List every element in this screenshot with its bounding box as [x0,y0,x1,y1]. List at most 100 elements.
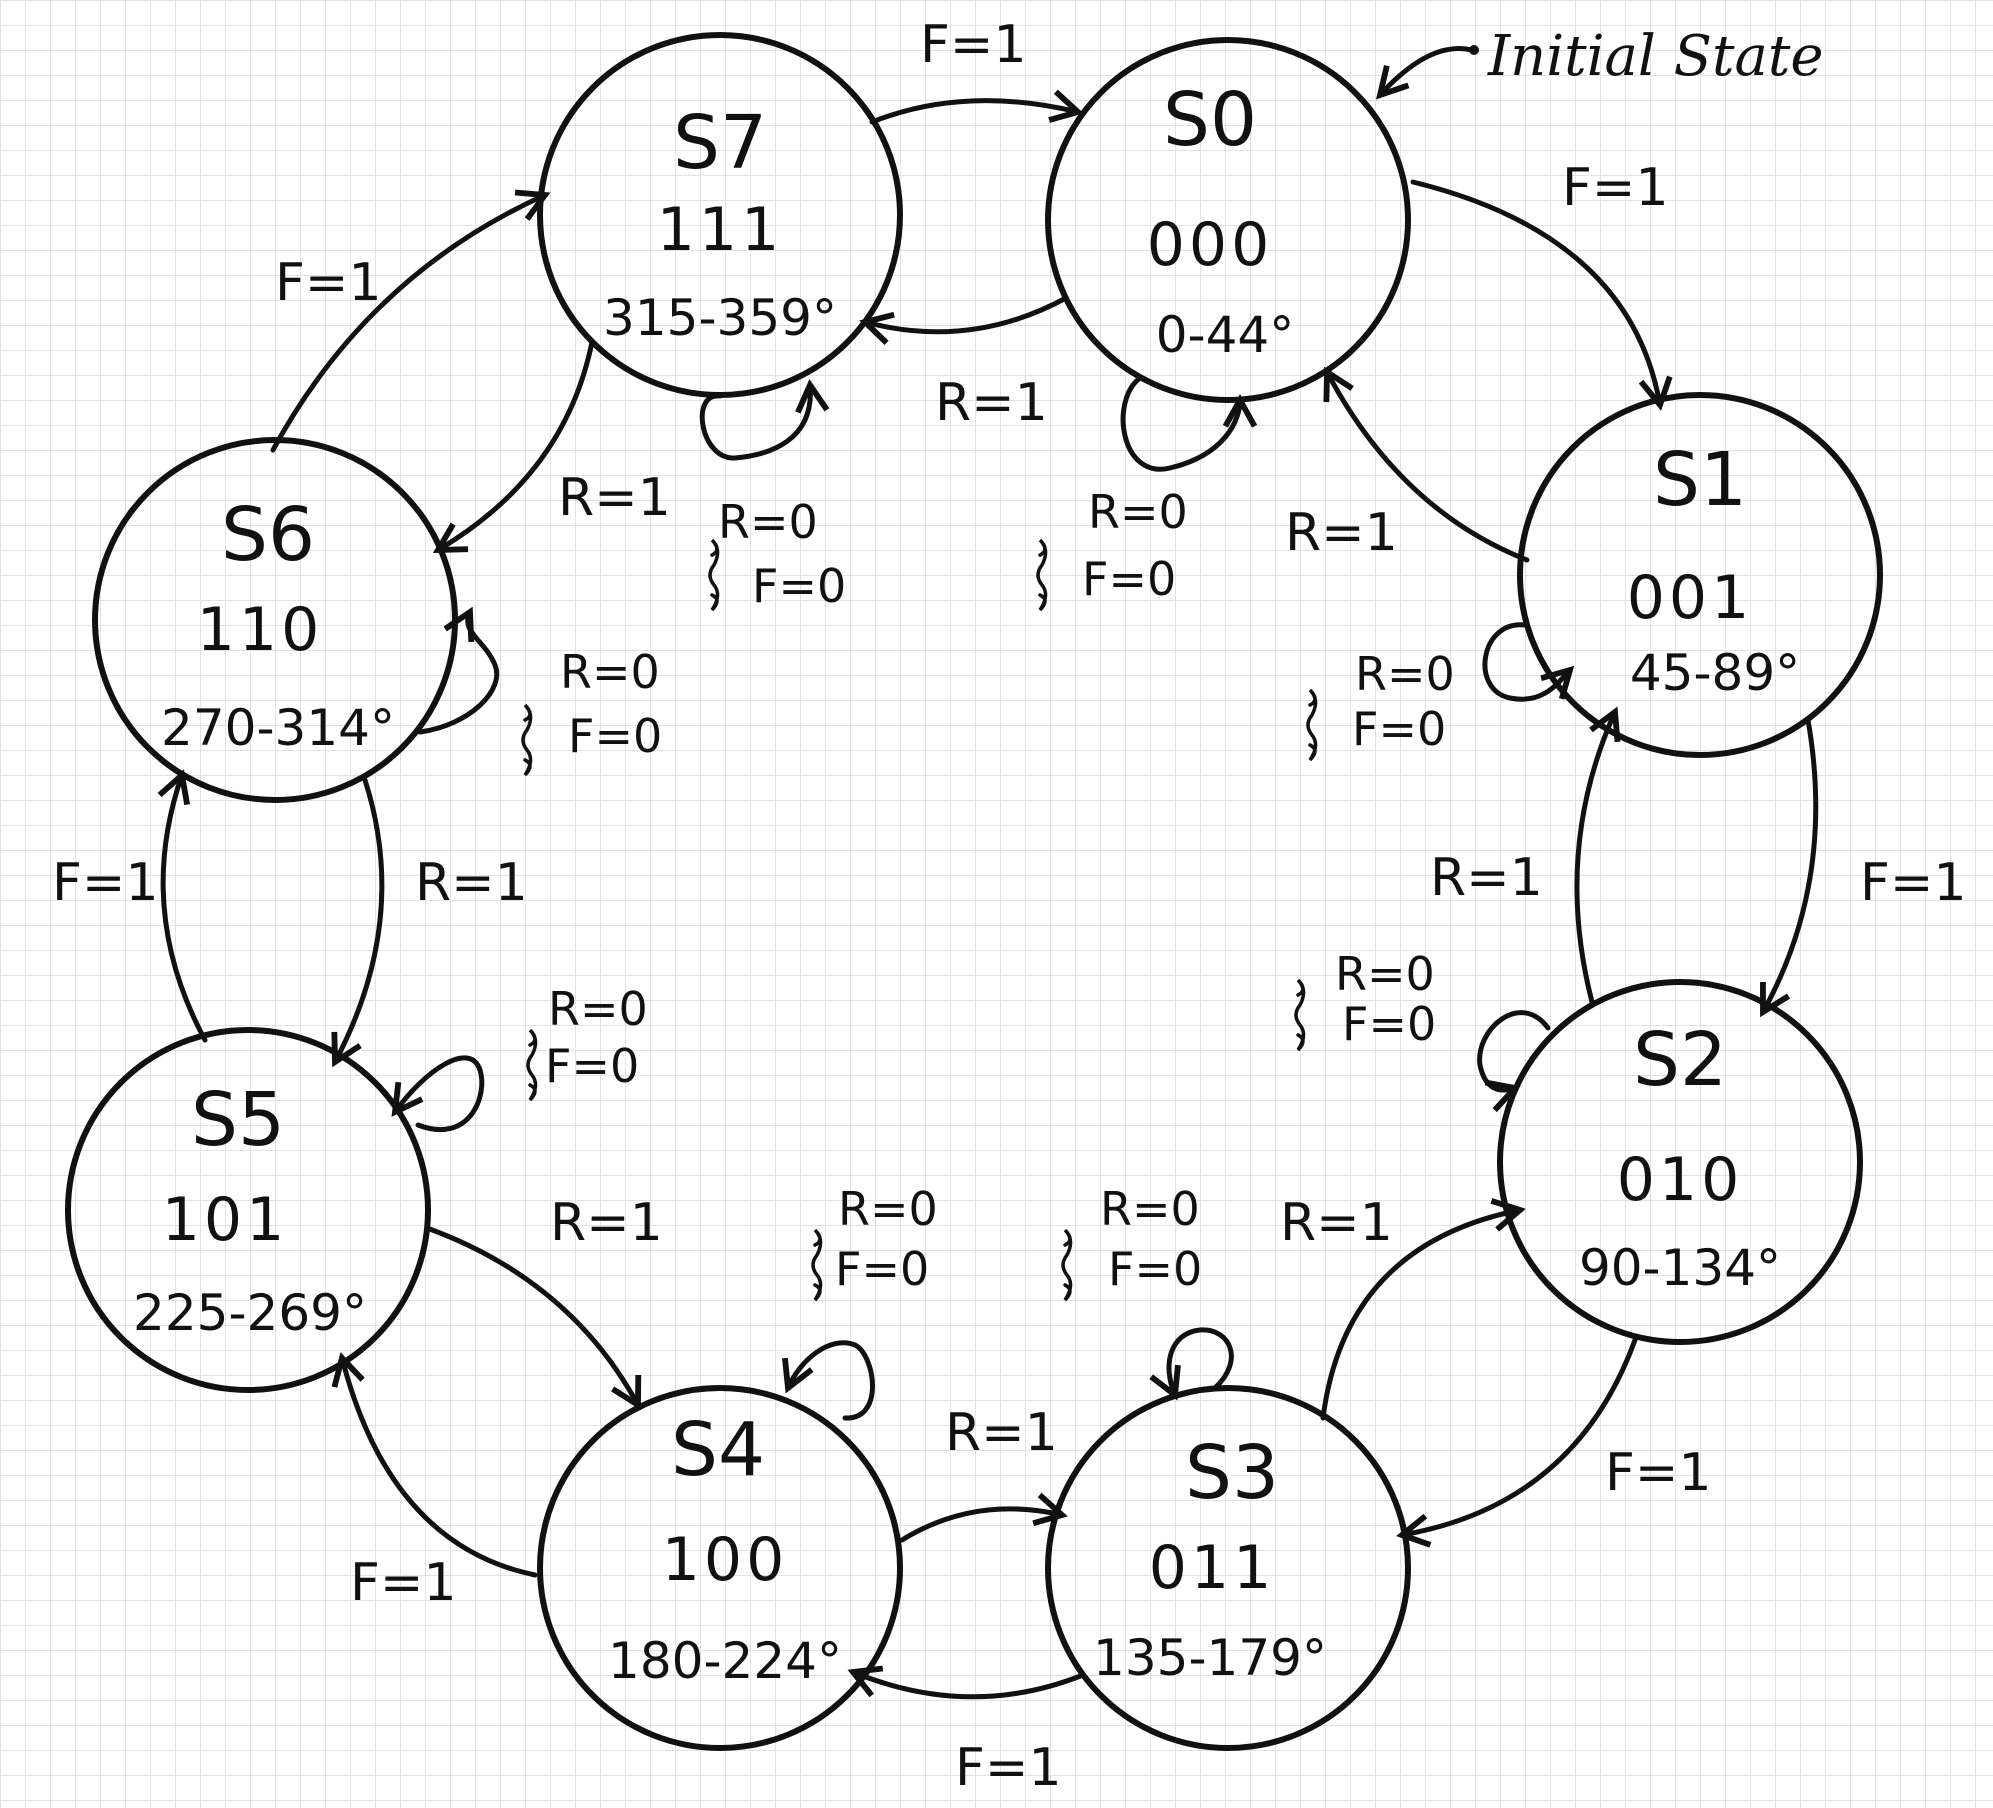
initial-state-label: Initial State [1487,24,1824,89]
edge-s0-to-s7 [865,295,1069,332]
state-range: 270-314° [161,699,395,757]
edge-s3-to-s2 [1320,1210,1520,1421]
hold-f: F=0 [835,1242,929,1296]
state-code: 111 [657,195,784,265]
state-circle [92,437,458,803]
hold-f: F=0 [545,1039,639,1093]
hold-label-s5: R=0 F=0 [526,982,648,1102]
edge-s5-to-s6 [163,775,208,1043]
state-name: S3 [1185,1430,1279,1516]
state-s3: S3 011 135-179° [1045,1385,1411,1751]
edge-s2-to-s1 [1574,712,1615,1005]
brace-icon [1294,978,1306,1052]
hold-f: F=0 [1352,702,1446,756]
state-s5: S5 101 225-269° [65,1027,431,1393]
hold-f: F=0 [1342,997,1436,1051]
state-code: 000 [1147,210,1274,280]
hold-r: R=0 [1355,647,1455,701]
state-range: 0-44° [1156,306,1294,364]
edge-s1-to-s2 [1763,717,1819,1012]
brace-icon [811,1228,823,1302]
edge-s7-to-s0 [869,101,1078,125]
hold-f: F=0 [1108,1242,1202,1296]
state-name: S4 [671,1407,765,1493]
state-circle [537,1385,903,1751]
label-r-s2-s1: R=1 [1430,848,1543,908]
state-circle [1497,979,1863,1345]
label-f-s1-s2: F=1 [1860,853,1967,913]
brace-icon [526,1028,538,1102]
label-r-s6-s5: R=1 [415,853,528,913]
label-r-s0-s7: R=1 [935,373,1048,433]
hold-r: R=0 [548,982,648,1036]
hold-f: F=0 [752,559,846,613]
hold-label-s0: R=0 F=0 [1036,485,1188,612]
label-f-s3-s4: F=1 [955,1738,1062,1798]
hold-label-s1: R=0 F=0 [1306,647,1455,762]
edge-s6-to-s7 [270,195,545,453]
brace-icon [1036,538,1048,612]
state-circle [65,1027,431,1393]
state-s7: S7 111 315-359° [537,32,903,398]
self-loop-s6 [417,612,500,735]
label-r-s3-s2: R=1 [1280,1193,1393,1253]
hold-label-s7: R=0 F=0 [708,495,846,613]
hold-f: F=0 [1082,552,1176,606]
hold-label-s2: R=0 F=0 [1294,947,1436,1052]
self-loop-s3 [1169,1327,1234,1395]
label-f-s5-s6: F=1 [52,853,159,913]
hold-r: R=0 [1088,485,1188,539]
hold-r: R=0 [560,645,660,699]
state-code: 110 [197,595,324,665]
brace-icon [708,538,720,612]
state-code: 001 [1627,563,1754,633]
hold-r: R=0 [1100,1182,1200,1236]
state-name: S5 [191,1077,285,1163]
label-r-s7-s6: R=1 [558,468,671,528]
label-r-s5-s4: R=1 [550,1193,663,1253]
state-code: 100 [662,1525,789,1595]
transition-edges [163,45,1819,1700]
initial-state-dot [1469,45,1479,55]
state-s2: S2 010 90-134° [1497,979,1863,1345]
state-s4: S4 100 180-224° [537,1385,903,1751]
state-range: 45-89° [1630,644,1800,702]
brace-icon [521,703,533,777]
label-f-s6-s7: F=1 [275,253,382,313]
state-name: S6 [221,492,315,578]
edge-s4-to-s5 [342,1358,538,1578]
state-code: 101 [162,1185,289,1255]
state-circle [1045,37,1411,403]
self-loop-s2 [1477,1010,1551,1090]
state-range: 135-179° [1093,1629,1327,1687]
state-code: 010 [1617,1145,1744,1215]
state-s6: S6 110 270-314° [92,437,458,803]
state-name: S2 [1633,1017,1727,1103]
state-range: 180-224° [608,1632,842,1690]
label-f-s7-s0: F=1 [920,15,1027,75]
hold-label-s6: R=0 F=0 [521,645,662,777]
state-code: 011 [1149,1533,1276,1603]
hold-r: R=0 [718,495,818,549]
state-name: S0 [1163,77,1257,163]
self-loop-s0 [1120,375,1240,472]
label-f-s0-s1: F=1 [1562,158,1669,218]
edge-s4-to-s3 [899,1509,1062,1543]
self-loop-s5 [395,1055,485,1133]
hold-f: F=0 [568,709,662,763]
edge-s3-to-s4 [853,1672,1086,1700]
state-circle [1517,392,1883,758]
state-range: 315-359° [603,289,837,347]
state-range: 90-134° [1579,1239,1781,1297]
forward-labels: F=1 F=1 F=1 F=1 F=1 F=1 F=1 F=1 [52,15,1967,1798]
state-s1: S1 001 45-89° [1517,392,1883,758]
self-loops [395,375,1570,1421]
state-circle [1045,1385,1411,1751]
state-range: 225-269° [133,1284,367,1342]
hold-r: R=0 [1335,947,1435,1001]
edge-s7-to-s6 [438,339,595,550]
brace-icon [1061,1228,1073,1302]
label-r-s1-s0: R=1 [1285,503,1398,563]
hold-labels: R=0 F=0 R=0 F=0 R=0 F=0 R=0 F=0 R=0 F=0 … [521,485,1455,1302]
hold-label-s4: R=0 F=0 [811,1182,938,1302]
